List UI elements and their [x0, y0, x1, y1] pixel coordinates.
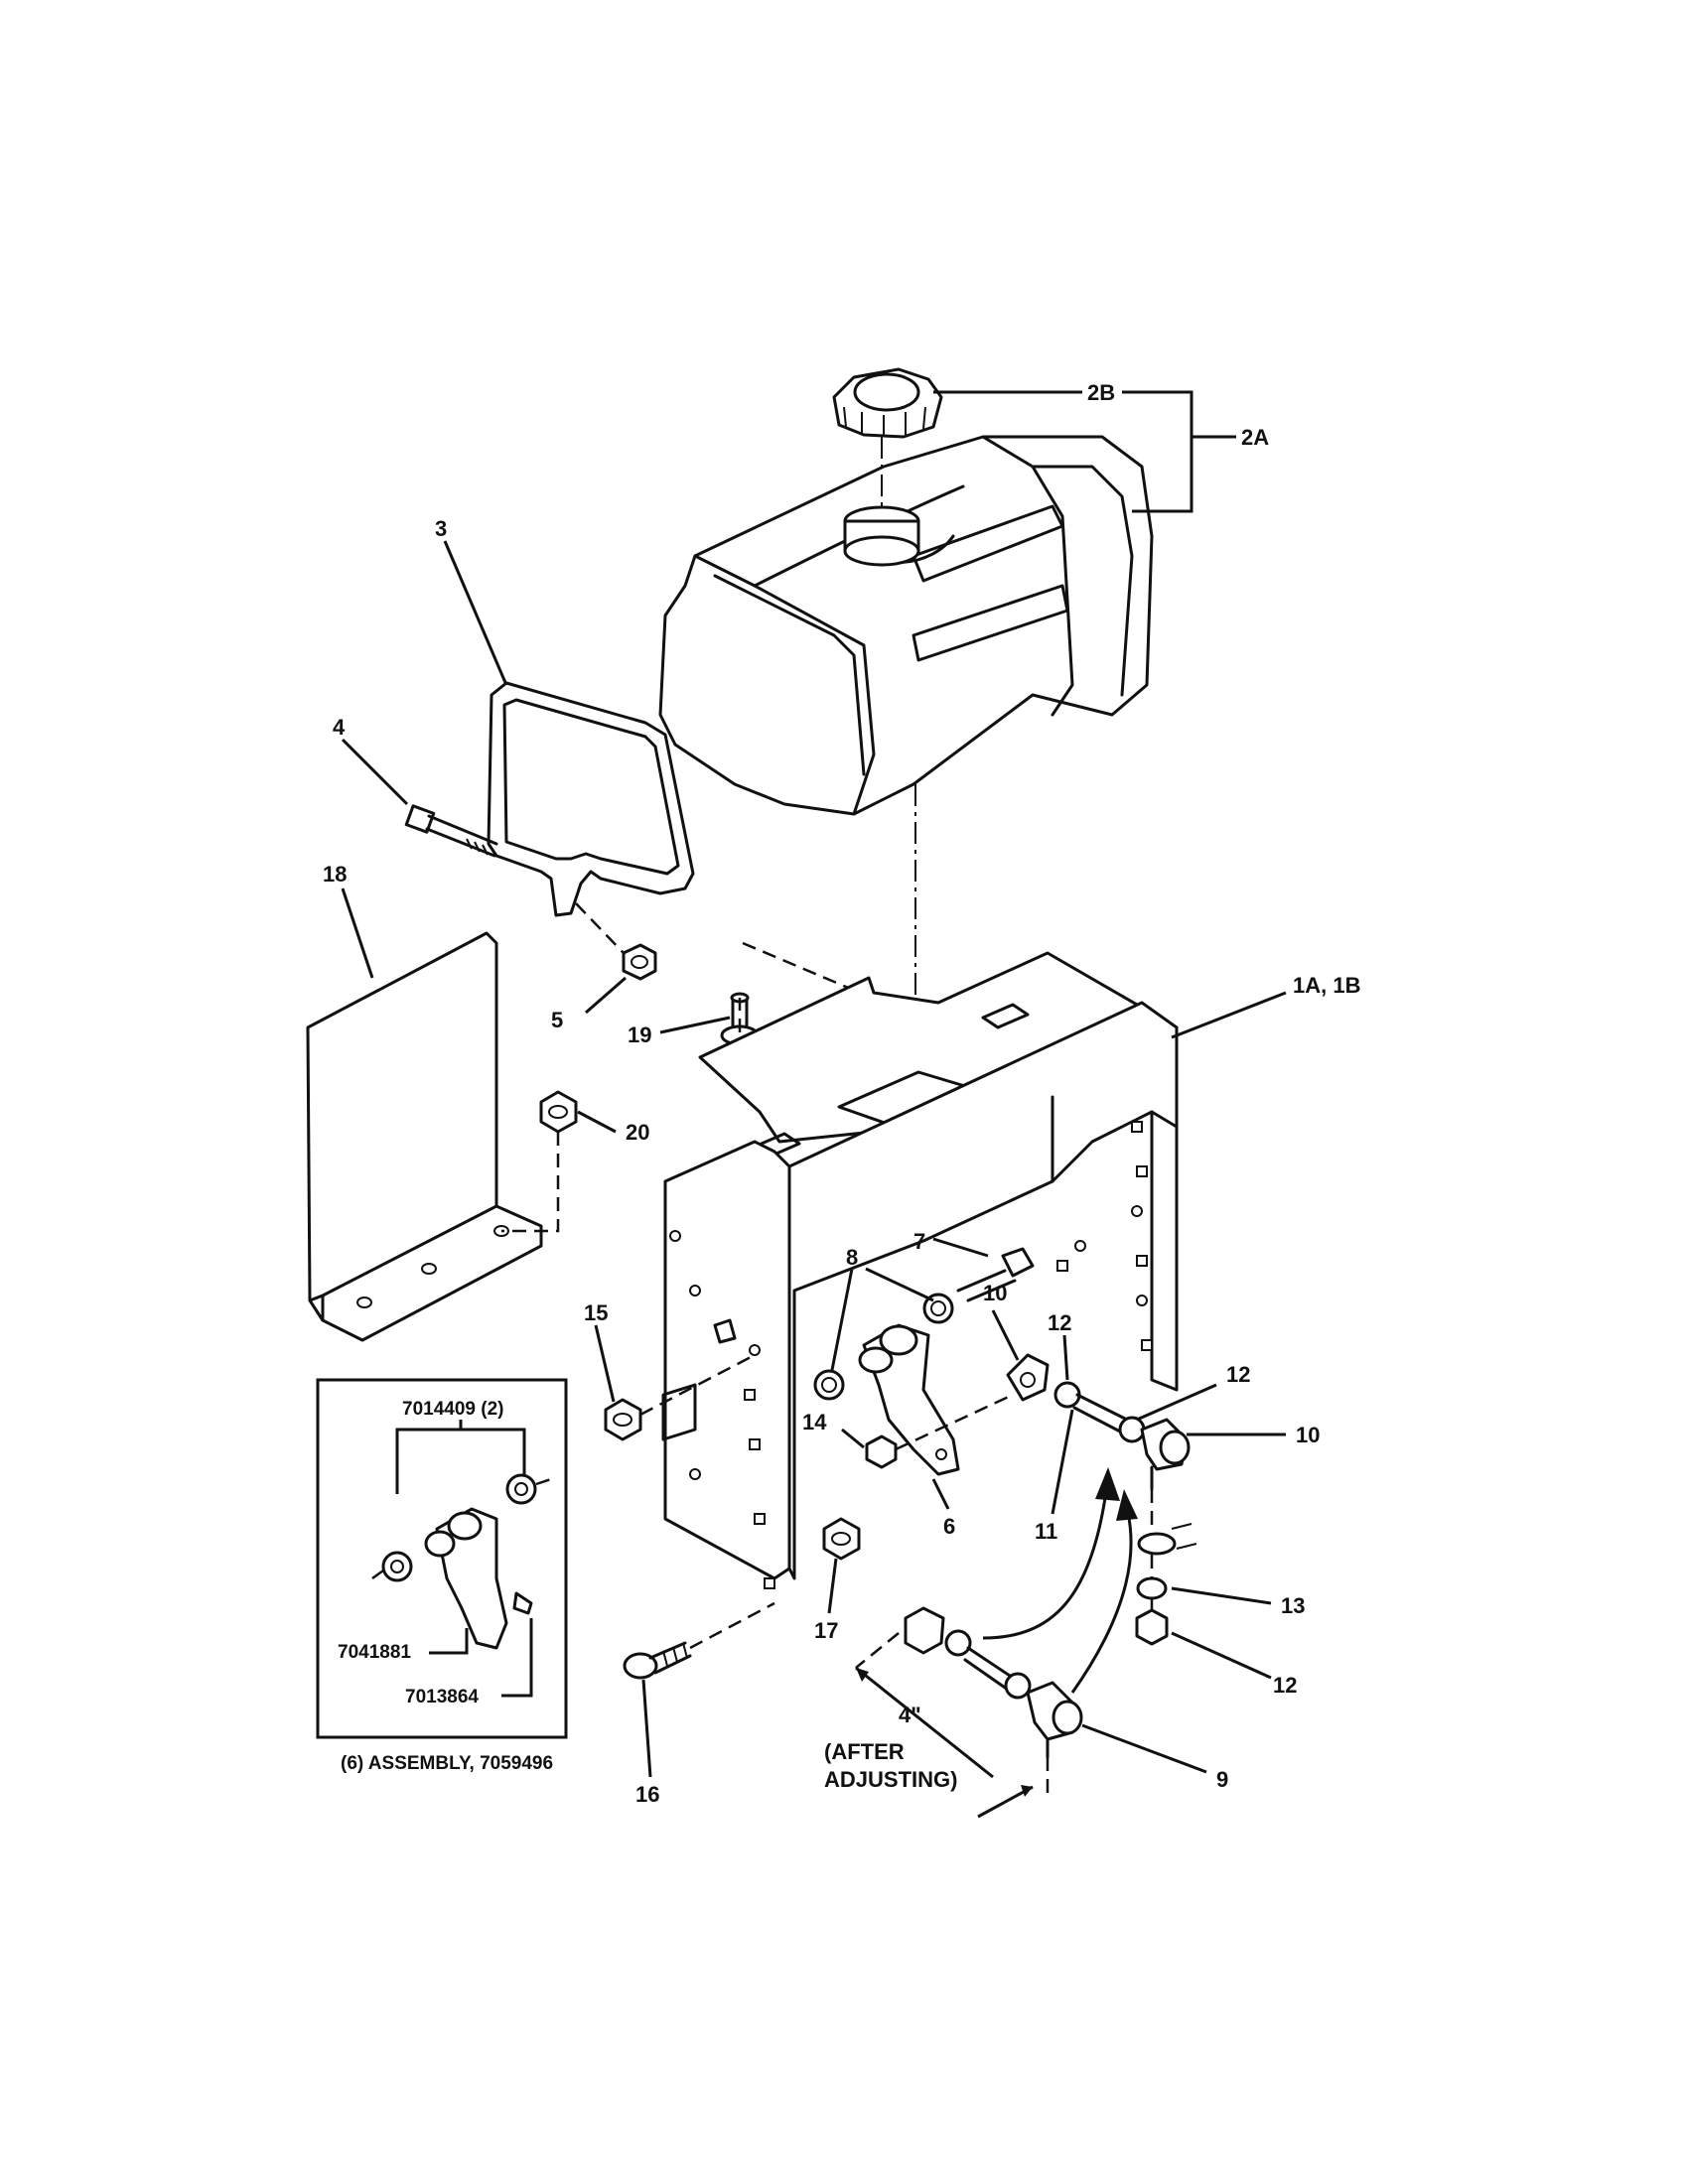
dimension-note-line2: ADJUSTING): [824, 1767, 957, 1792]
lock-washer-13: [1136, 1576, 1168, 1600]
callout-5: 5: [551, 1008, 563, 1032]
callout-15: 15: [584, 1300, 608, 1325]
nut-15: [604, 1398, 642, 1441]
link-assembly-9: [904, 1606, 1083, 1759]
callout-7: 7: [913, 1229, 925, 1254]
callout-13: 13: [1281, 1593, 1305, 1618]
callout-4: 4: [333, 715, 346, 740]
tank-strap: [487, 681, 695, 917]
filler-neck: [843, 505, 920, 567]
callout-2b: 2B: [1087, 380, 1115, 405]
callout-12-right: 12: [1226, 1362, 1250, 1387]
nut-20: [539, 1090, 578, 1134]
nut-8b: [922, 1293, 954, 1324]
inset-part-7013864: 7013864: [405, 1687, 479, 1707]
fuel-cap: [832, 367, 943, 439]
callout-6: 6: [943, 1514, 955, 1539]
bolt-7: [956, 1247, 1035, 1302]
move-arrow-upper: [982, 1467, 1120, 1640]
dimension-line: [855, 1666, 1034, 1819]
nut-12c: [1135, 1608, 1169, 1646]
jam-nut-12b: [1118, 1416, 1146, 1443]
nut-8a: [813, 1369, 845, 1401]
nut-14: [865, 1434, 898, 1469]
callout-10-lower: 10: [1296, 1423, 1320, 1447]
callout-14: 14: [802, 1410, 827, 1434]
callout-12-upper: 12: [1048, 1310, 1071, 1335]
callout-12-lower: 12: [1273, 1673, 1297, 1698]
bolt-4: [404, 804, 498, 858]
callout-1a-1b: 1A, 1B: [1293, 973, 1360, 998]
nut-17: [822, 1517, 861, 1561]
heat-shield: [306, 931, 543, 1342]
move-arrow-lower: [1070, 1489, 1138, 1694]
callout-8: 8: [846, 1245, 858, 1270]
main-bracket: [661, 951, 1179, 1589]
callout-19: 19: [628, 1023, 651, 1047]
ball-joint-10a: [1006, 1353, 1050, 1402]
ball-joint-10b: [1140, 1418, 1191, 1491]
pivot-arm: [858, 1323, 960, 1476]
bolt-16: [623, 1641, 692, 1680]
callout-20: 20: [626, 1120, 649, 1145]
dimension-note-line1: (AFTER: [824, 1739, 905, 1764]
callout-labels: 2B 2A 3 4 18 5 19 1A, 1B 20 7 8 10 12 12…: [323, 380, 1360, 1807]
assembly-inset: 7014409 (2) 7041881 7013864 (6) ASSEMBLY…: [316, 1378, 568, 1774]
callout-10-upper: 10: [983, 1281, 1007, 1305]
dimension-length: 4": [899, 1703, 921, 1727]
callout-2a: 2A: [1241, 425, 1269, 450]
callout-18: 18: [323, 862, 347, 887]
leader-lines: [341, 390, 1287, 1778]
inset-caption: (6) ASSEMBLY, 7059496: [341, 1753, 553, 1774]
callout-11: 11: [1035, 1519, 1057, 1544]
callout-3: 3: [435, 516, 447, 541]
fuel-tank: [658, 435, 1154, 816]
jam-nut-12a: [1053, 1381, 1081, 1409]
inset-part-7041881: 7041881: [338, 1642, 411, 1663]
washer: [1137, 1523, 1197, 1556]
inset-frame: [316, 1378, 568, 1739]
callout-16: 16: [635, 1782, 659, 1807]
callout-9: 9: [1216, 1767, 1228, 1792]
link-rod-11: [1072, 1393, 1129, 1434]
callout-17: 17: [814, 1618, 838, 1643]
inset-part-7014409: 7014409 (2): [402, 1399, 503, 1420]
nut-5: [622, 943, 657, 981]
